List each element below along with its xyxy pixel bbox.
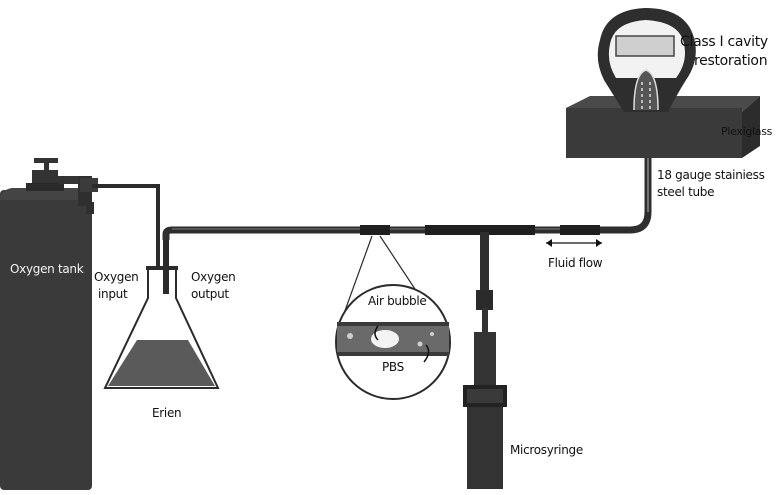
air-bubble-label: Air bubble xyxy=(368,294,427,308)
steel-tube-label-line1: 18 gauge stainiess xyxy=(657,168,765,182)
magnified-view xyxy=(335,235,451,400)
microsyringe xyxy=(463,332,507,489)
pbs-label: PBS xyxy=(382,360,404,374)
syringe-line xyxy=(476,232,493,333)
erlenmeyer-flask xyxy=(103,236,220,389)
oxygen-output-label-line2: output xyxy=(191,287,229,301)
oxygen-output-label-line1: Oxygen xyxy=(191,270,236,284)
restoration-label-line2: restoration xyxy=(694,53,768,69)
oxygen-tank xyxy=(0,158,98,490)
fluid-flow-label: Fluid flow xyxy=(548,256,603,270)
main-tube xyxy=(162,225,630,240)
plexiglass-block xyxy=(566,96,760,158)
restoration-label-line1: Class I cavity xyxy=(680,34,768,50)
steel-tube-label-line2: steel tube xyxy=(657,185,715,199)
oxygen-tank-label: Oxygen tank xyxy=(10,262,84,276)
fluid-flow-arrow xyxy=(546,239,602,247)
erien-label: Erien xyxy=(152,406,182,420)
microsyringe-label: Microsyringe xyxy=(510,443,583,457)
oxygen-input-label-line1: Oxygen xyxy=(94,270,139,284)
plexiglass-label: Plexiglass xyxy=(721,125,773,138)
oxygen-input-label-line2: input xyxy=(98,287,128,301)
tooth-restoration xyxy=(597,8,696,112)
